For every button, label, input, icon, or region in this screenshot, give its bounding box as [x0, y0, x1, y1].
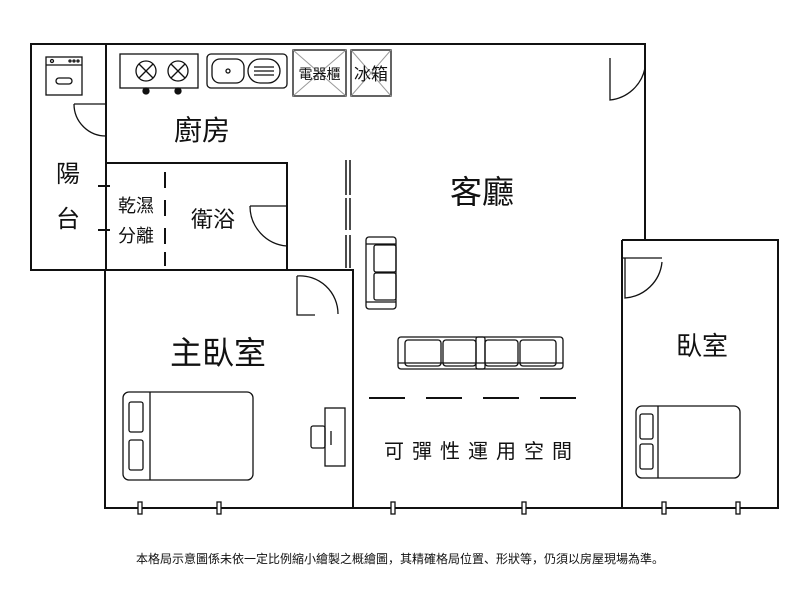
balcony-label-2: 台: [56, 205, 80, 233]
door-bedroom: [622, 257, 663, 299]
sofa: [397, 336, 564, 370]
stove: [119, 53, 199, 95]
bedroom-label: 臥室: [676, 332, 728, 362]
living-room-label: 客廳: [450, 173, 514, 211]
door-master-bedroom: [296, 275, 339, 316]
partition-lines: [345, 160, 351, 268]
door-bathroom: [249, 205, 288, 247]
door-entrance: [609, 58, 646, 101]
master-bedroom-label: 主臥室: [170, 334, 266, 372]
appliance-cabinet: [292, 49, 347, 97]
washing-machine: [45, 56, 83, 96]
balcony-label-1: 陽: [56, 160, 80, 188]
kitchen-label: 廚房: [174, 114, 230, 147]
master-bedroom-wall: [287, 269, 354, 508]
sink: [206, 53, 288, 89]
armchair: [365, 236, 397, 310]
appliance-cabinet-label: 電器櫃: [299, 67, 341, 83]
dry-wet-label-1: 乾濕: [118, 196, 154, 217]
fridge: [350, 49, 392, 97]
dry-wet-label-2: 分離: [118, 226, 154, 247]
floor-plan: 電器櫃 冰箱 陽 台: [30, 43, 779, 515]
door-kitchen-balcony: [73, 103, 107, 137]
window-markers: [137, 501, 741, 515]
walls: [30, 43, 779, 509]
balcony-wall: [30, 43, 107, 271]
master-bed: [122, 391, 254, 481]
bedroom-bed: [635, 405, 741, 479]
dry-wet-separator: [98, 172, 166, 266]
doors: [73, 58, 663, 316]
main-outer-wall: [104, 43, 779, 509]
flexible-space-label: 可彈性運用空間: [384, 439, 580, 463]
desk: [310, 407, 346, 467]
disclaimer-text: 本格局示意圖係未依一定比例縮小繪製之概繪圖，其精確格局位置、形狀等，仍須以房屋現…: [135, 552, 664, 566]
fridge-label: 冰箱: [354, 65, 388, 85]
bathroom-label: 衛浴: [191, 208, 235, 233]
